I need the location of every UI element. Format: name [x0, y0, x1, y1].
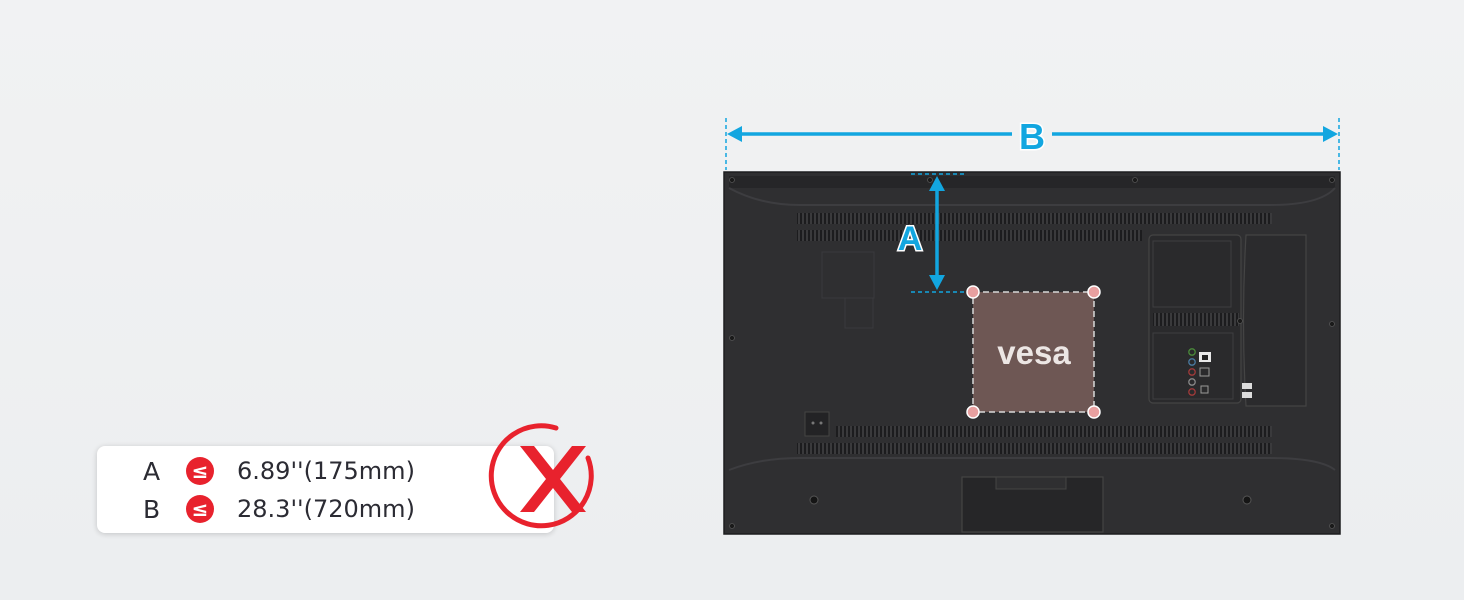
- less-equal-icon: ≤: [186, 495, 214, 523]
- spec-value-b: 28.3''(720mm): [237, 495, 415, 523]
- spec-value-a: 6.89''(175mm): [237, 457, 415, 485]
- dimension-label-b: B: [1019, 116, 1045, 157]
- spec-card: A ≤ 6.89''(175mm) B ≤ 28.3''(720mm): [97, 446, 554, 533]
- spec-label-b: B: [143, 494, 161, 524]
- dimension-b: B: [725, 115, 1340, 170]
- dimension-a: A: [896, 173, 966, 293]
- spec-label-a: A: [143, 456, 161, 486]
- vesa-label: vesa: [997, 334, 1071, 371]
- red-x-circle-icon: [488, 423, 594, 529]
- dimension-label-a: A: [898, 220, 923, 258]
- less-equal-icon: ≤: [186, 457, 214, 485]
- vesa-plate: vesa: [966, 285, 1101, 419]
